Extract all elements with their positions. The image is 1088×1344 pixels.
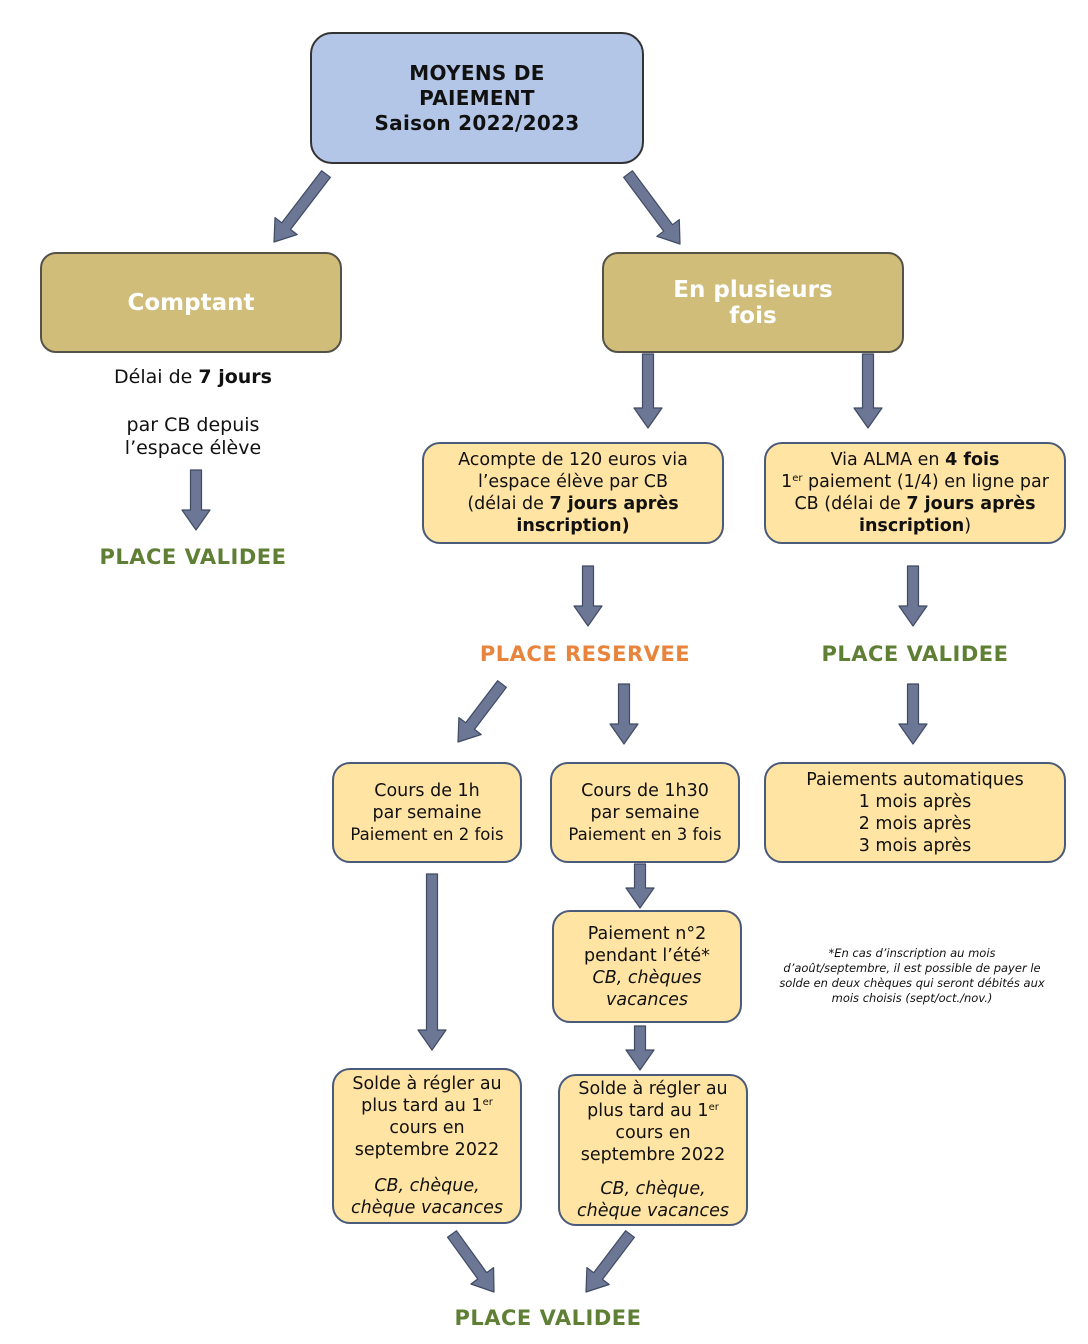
alma-line-4-bold: inscription: [858, 516, 965, 536]
cours-1h30-line-3: Paiement en 3 fois: [568, 824, 722, 844]
acompte-box: Acompte de 120 euros via l’espace élève …: [422, 442, 724, 544]
cours-1h-line-3: Paiement en 2 fois: [350, 824, 504, 844]
alma-line-1-prefix: Via ALMA en: [830, 450, 946, 470]
cours-1h30-box: Cours de 1h30 par semaine Paiement en 3 …: [550, 762, 740, 863]
comptant-cb: par CB depuis l’espace élève: [60, 414, 326, 460]
arrow-acompte-to-reservee: [573, 565, 603, 627]
comptant-delai-bold: 7 jours: [198, 366, 272, 388]
arrow-solde-left-to-final: [446, 1230, 495, 1293]
solde-left-line-1: Solde à régler au: [352, 1074, 502, 1094]
comptant-delai-prefix: Délai de: [114, 366, 199, 388]
acompte-line-3-bold: 7 jours après: [549, 494, 679, 514]
alma-line-3-bold: 7 jours après: [906, 494, 1036, 514]
solde-right-line-2: plus tard au 1er: [587, 1100, 719, 1122]
alma-box: Via ALMA en 4 fois 1er paiement (1/4) en…: [764, 442, 1066, 544]
solde-right-line-5: CB, chèque,: [600, 1179, 706, 1199]
alma-line-4: inscription): [859, 515, 971, 537]
comptant-cb-line-2: l’espace élève: [124, 437, 262, 459]
solde-right-line-2-prefix: plus tard au 1: [587, 1101, 709, 1121]
acompte-line-4: inscription): [516, 516, 630, 536]
footnote-line-2: d’août/septembre, il est possible de pay…: [783, 961, 1041, 975]
solde-left-line-4: septembre 2022: [354, 1140, 500, 1160]
paiement-2-line-3: CB, chèques: [592, 967, 702, 988]
solde-right-line-1: Solde à régler au: [578, 1079, 728, 1099]
alma-line-2-rest: paiement (1/4) en ligne par: [802, 472, 1049, 492]
arrow-title-to-plusieurs: [622, 170, 681, 245]
arrow-solde-right-to-final: [585, 1230, 636, 1293]
alma-line-2: 1er paiement (1/4) en ligne par: [781, 471, 1049, 493]
acompte-line-2: l’espace élève par CB: [478, 472, 668, 492]
solde-right-line-2-sup: er: [708, 1102, 719, 1113]
alma-status: PLACE VALIDEE: [821, 642, 1009, 666]
final-status: PLACE VALIDEE: [454, 1306, 642, 1330]
solde-right-line-4: septembre 2022: [580, 1145, 726, 1165]
footnote-line-3: solde en deux chèques qui seront débités…: [779, 976, 1045, 990]
comptant-cb-line-1: par CB depuis: [126, 414, 260, 436]
solde-right-box: Solde à régler au plus tard au 1er cours…: [558, 1074, 748, 1226]
auto-line-3: 2 mois après: [858, 813, 972, 834]
paiement-2-line-1: Paiement n°2: [587, 923, 707, 944]
solde-left-box: Solde à régler au plus tard au 1er cours…: [332, 1068, 522, 1224]
arrow-plusieurs-to-acompte: [633, 353, 663, 429]
alma-line-1-bold: 4 fois: [945, 450, 1000, 470]
solde-left-line-5: CB, chèque,: [374, 1176, 480, 1196]
solde-right-line-3: cours en: [615, 1123, 691, 1143]
solde-left-line-2-sup: er: [482, 1097, 493, 1108]
cours-1h-line-2: par semaine: [372, 802, 482, 823]
paiement-2-line-4: vacances: [605, 989, 689, 1010]
title-line-3: Saison 2022/2023: [374, 110, 580, 135]
arrow-paiement-2-to-solde: [625, 1025, 655, 1071]
arrow-validee-to-auto: [898, 683, 928, 745]
solde-left-line-2: plus tard au 1er: [361, 1095, 493, 1117]
alma-line-4-rest: ): [964, 516, 972, 536]
cours-1h30-line-2: par semaine: [590, 802, 700, 823]
alma-line-1: Via ALMA en 4 fois: [831, 449, 1000, 471]
footnote-line-4: mois choisis (sept/oct./nov.): [831, 991, 993, 1005]
cours-1h-line-1: Cours de 1h: [374, 780, 480, 801]
comptant-status: PLACE VALIDEE: [99, 545, 287, 569]
auto-line-2: 1 mois après: [858, 791, 972, 812]
title-line-2: PAIEMENT: [419, 85, 535, 110]
acompte-line-3: (délai de 7 jours après: [467, 493, 678, 515]
comptant-label: Comptant: [127, 289, 255, 316]
title-line-1: MOYENS DE: [409, 60, 545, 85]
arrow-cours-1h-to-solde: [417, 873, 447, 1051]
auto-box: Paiements automatiques 1 mois après 2 mo…: [764, 762, 1066, 863]
alma-line-2-sup: er: [792, 473, 803, 484]
comptant-box: Comptant: [40, 252, 342, 353]
acompte-status: PLACE RESERVEE: [479, 642, 691, 666]
acompte-line-3-prefix: (délai de: [467, 494, 550, 514]
paiement-2-line-2: pendant l’été*: [584, 945, 710, 966]
plusieurs-label-line-2: fois: [729, 302, 777, 329]
paiement-2-box: Paiement n°2 pendant l’été* CB, chèques …: [552, 910, 742, 1023]
auto-line-4: 3 mois après: [858, 835, 972, 856]
arrow-reservee-to-cours-1h: [457, 680, 507, 743]
arrow-comptant-to-status: [181, 469, 211, 531]
solde-left-line-2-prefix: plus tard au 1: [361, 1096, 483, 1116]
solde-left-line-6: chèque vacances: [350, 1198, 504, 1218]
acompte-line-1: Acompte de 120 euros via: [458, 450, 688, 470]
plusieurs-label-line-1: En plusieurs: [673, 276, 833, 303]
cours-1h30-line-1: Cours de 1h30: [581, 780, 709, 801]
solde-left-line-3: cours en: [389, 1118, 465, 1138]
footnote: *En cas d’inscription au mois d’août/sep…: [762, 946, 1062, 1006]
arrow-plusieurs-to-alma: [853, 353, 883, 429]
cours-1h-box: Cours de 1h par semaine Paiement en 2 fo…: [332, 762, 522, 863]
plusieurs-box: En plusieurs fois: [602, 252, 904, 353]
arrow-cours-1h30-to-paiement-2: [625, 863, 655, 909]
footnote-line-1: *En cas d’inscription au mois: [828, 946, 996, 960]
alma-line-3-prefix: CB (délai de: [794, 494, 907, 514]
title-box: MOYENS DE PAIEMENT Saison 2022/2023: [310, 32, 644, 164]
arrow-alma-to-validee: [898, 565, 928, 627]
arrow-title-to-comptant: [273, 170, 331, 243]
arrow-reservee-to-cours-1h30: [609, 683, 639, 745]
auto-line-1: Paiements automatiques: [806, 769, 1024, 790]
solde-right-line-6: chèque vacances: [576, 1201, 730, 1221]
comptant-delai: Délai de 7 jours: [60, 366, 326, 389]
alma-line-2-num: 1: [781, 472, 793, 492]
alma-line-3: CB (délai de 7 jours après: [794, 493, 1035, 515]
